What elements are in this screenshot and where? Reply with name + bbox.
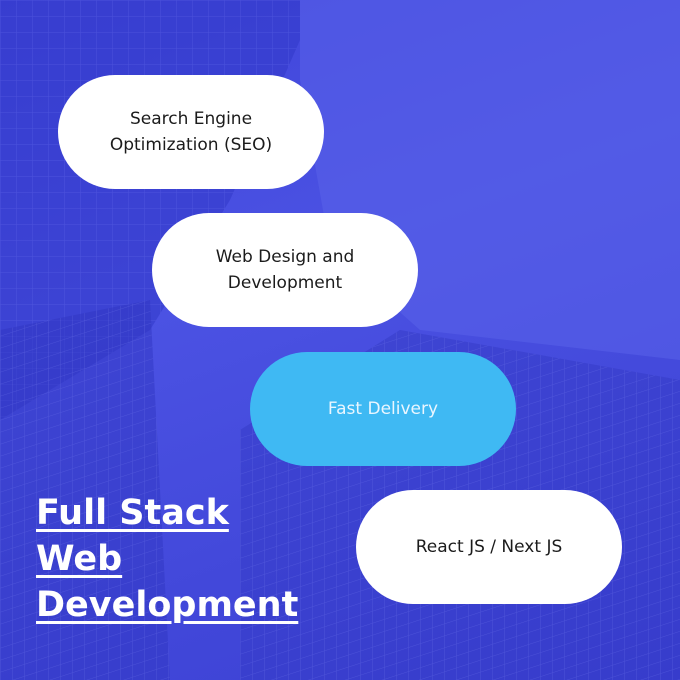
service-pill-fast-delivery: Fast Delivery <box>250 352 516 466</box>
service-label: Search Engine Optimization (SEO) <box>109 109 273 155</box>
headline: Full Stack Web Development <box>36 490 298 628</box>
service-pill-seo: Search Engine Optimization (SEO) <box>58 75 324 189</box>
service-pill-react-next: React JS / Next JS <box>356 490 622 604</box>
service-label: Web Design and Development <box>215 247 355 293</box>
service-pill-web-design: Web Design and Development <box>152 213 418 327</box>
service-label: Fast Delivery <box>327 399 439 419</box>
service-label: React JS / Next JS <box>415 537 563 557</box>
headline-line-2: Web <box>36 539 123 579</box>
headline-line-3: Development <box>36 585 299 625</box>
headline-line-1: Full Stack <box>36 493 229 533</box>
